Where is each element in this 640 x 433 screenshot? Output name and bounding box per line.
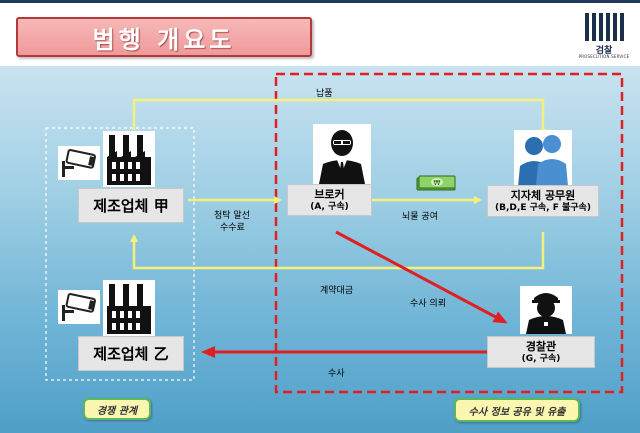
cctv-camera-icon <box>58 290 100 324</box>
investigation-request-label: 수사 의뢰 <box>410 299 446 309</box>
investigation-request-arrow <box>335 230 508 324</box>
solicitation-fee-label-2: 수수료 <box>220 223 245 233</box>
company-a-label: 제조업체 甲 <box>93 197 169 215</box>
logo-name: 검찰 <box>595 46 613 56</box>
delivery-line <box>132 98 547 137</box>
factory-icon <box>103 280 155 336</box>
info-sharing-group-label: 수사 정보 공유 및 유출 <box>454 398 580 422</box>
contract-payment-line <box>130 232 545 270</box>
investigation-label: 수사 <box>328 369 345 379</box>
contract-payment-label: 계약대금 <box>320 286 354 296</box>
police-status: (G, 구속) <box>521 353 561 364</box>
delivery-label: 납품 <box>316 89 333 99</box>
police-box: 경찰관 (G, 구속) <box>487 336 595 368</box>
investigation-group-boundary <box>274 72 624 394</box>
top-accent-line <box>0 0 640 3</box>
prosecution-logo-icon <box>585 13 624 41</box>
competition-group-label: 경쟁 관계 <box>83 398 151 420</box>
broker-name: 브로커 <box>314 187 345 201</box>
police-officer-icon <box>520 286 572 334</box>
official-name: 지자체 공무원 <box>510 188 576 202</box>
company-a-box: 제조업체 甲 <box>78 188 184 223</box>
page-title-box: 범행 개요도 <box>16 17 312 57</box>
company-b-box: 제조업체 乙 <box>78 336 184 371</box>
competition-group-boundary <box>45 127 195 381</box>
cctv-camera-icon <box>58 146 100 180</box>
official-status: (B,D,E 구속, F 불구속) <box>495 202 591 213</box>
broker-status: (A, 구속) <box>310 201 349 212</box>
police-name: 경찰관 <box>525 339 557 353</box>
page-title: 범행 개요도 <box>92 25 236 54</box>
svg-text:₩: ₩ <box>434 179 441 187</box>
logo-subtitle: PROSECUTION SERVICE <box>578 54 630 59</box>
officials-people-icon <box>514 130 572 186</box>
solicitation-fee-label-1: 청탁 알선 <box>214 211 250 221</box>
official-box: 지자체 공무원 (B,D,E 구속, F 불구속) <box>487 185 599 217</box>
money-icon: ₩ <box>416 175 456 191</box>
bribe-label: 뇌물 공여 <box>402 212 438 222</box>
company-b-label: 제조업체 乙 <box>93 345 169 363</box>
broker-person-icon <box>313 124 371 184</box>
factory-icon <box>103 131 155 187</box>
broker-box: 브로커 (A, 구속) <box>287 184 372 216</box>
